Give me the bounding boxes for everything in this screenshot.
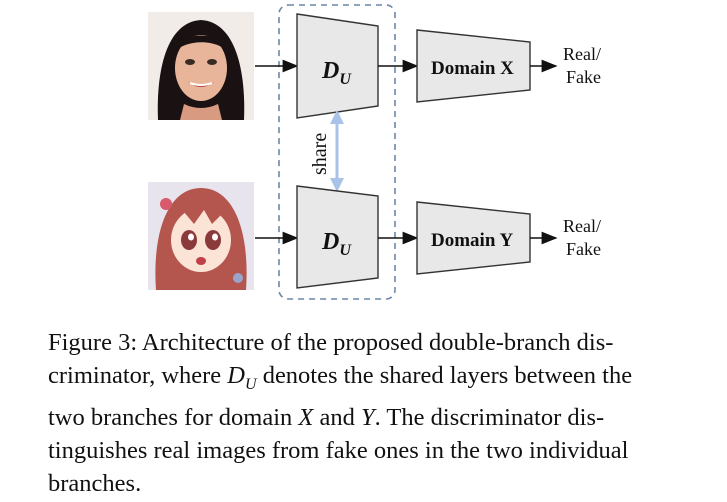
encoder-block-top [296, 13, 379, 119]
anime-girl-illustration [148, 182, 254, 290]
encoder-label-bottom: DU [321, 229, 352, 259]
output-label-top-line2: Fake [566, 67, 601, 87]
caption-line-3: two branches for domain X and Y. The dis… [48, 403, 605, 431]
domain-label-y: Domain Y [431, 230, 513, 251]
output-label-bottom-line2: Fake [566, 239, 601, 259]
caption-line-5: branches. [48, 469, 142, 497]
share-arrowhead-down [330, 178, 344, 192]
caption-line-1: Figure 3: Architecture of the proposed d… [48, 329, 614, 356]
encoder-label-top: DU [321, 58, 352, 88]
shared-layers-box [278, 4, 396, 300]
encoder-block-bottom [296, 185, 379, 289]
caption-figure-label: Figure 3: [48, 329, 138, 356]
output-label-bottom-line1: Real/ [563, 216, 601, 236]
caption-line-4: tinguishes real images from fake ones in… [48, 436, 629, 464]
math-du: DU [227, 362, 257, 393]
share-arrowhead-up [330, 110, 344, 124]
domain-block-x [416, 29, 531, 103]
share-label: share [309, 133, 331, 175]
math-x: X [298, 403, 314, 431]
figure-caption: Figure 3: Architecture of the proposed d… [48, 326, 716, 500]
architecture-diagram: DU Domain X Real/ Fake share DU Domain Y… [255, 4, 601, 300]
math-y: Y [360, 403, 375, 431]
caption-line-2: criminator, where DU denotes the shared … [48, 362, 633, 393]
woman-face-photo [148, 12, 254, 120]
domain-label-x: Domain X [431, 58, 514, 79]
output-label-top-line1: Real/ [563, 44, 601, 64]
domain-block-y [416, 201, 531, 275]
